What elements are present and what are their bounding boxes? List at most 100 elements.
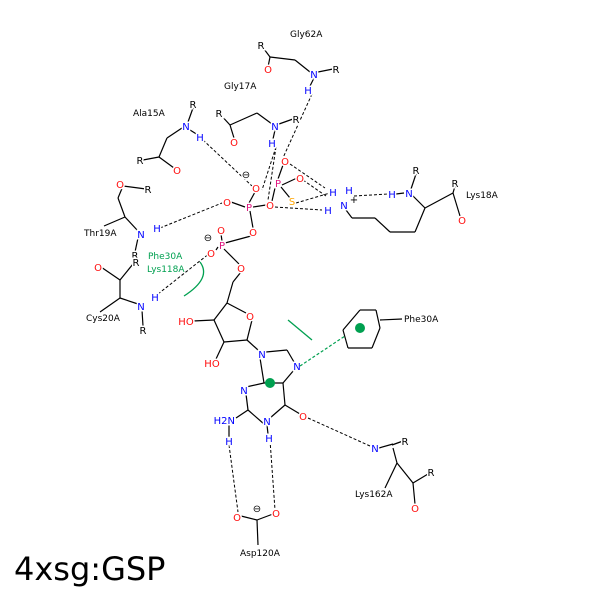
bond <box>249 210 254 229</box>
atom-label: R <box>190 100 197 111</box>
atom-label: R <box>293 115 300 126</box>
bond <box>256 519 259 546</box>
bond <box>192 319 215 322</box>
residue-ala15: Ala15A <box>133 109 166 119</box>
atom-label: H <box>268 139 276 150</box>
bond <box>277 164 284 180</box>
bond <box>117 197 126 218</box>
atom-label: O <box>233 513 241 524</box>
bond <box>213 302 228 321</box>
atom-label: O <box>246 312 254 323</box>
atom-label: O <box>411 504 419 515</box>
hydrogen-bond <box>274 206 323 211</box>
bond <box>223 339 248 343</box>
hydrogen-bond <box>202 139 253 187</box>
ring-centroid <box>265 378 275 388</box>
bond <box>272 129 276 140</box>
atom-label: R <box>132 251 139 262</box>
page-title: 4xsg:GSP <box>14 550 166 588</box>
bond <box>213 319 225 343</box>
hydrogen-bond <box>281 93 313 161</box>
atom-label: R <box>137 156 144 167</box>
atom-label: HO <box>204 359 220 370</box>
bond <box>256 513 274 521</box>
bond <box>345 209 353 219</box>
bond <box>260 44 271 58</box>
residue-lys162: Lys162A <box>355 490 393 500</box>
bond <box>266 424 269 435</box>
atom-label: ⊖ <box>242 170 250 181</box>
pi-stacking-line <box>299 335 346 367</box>
residue-phe30: Phe30A <box>404 315 439 325</box>
atom-label: H <box>225 437 233 448</box>
bond <box>224 235 252 244</box>
bond <box>378 443 394 449</box>
bond <box>122 185 147 190</box>
bond <box>226 281 234 304</box>
atom-label: H <box>153 224 161 235</box>
hydrogen-bond <box>295 192 331 204</box>
atom-label: R <box>133 258 140 269</box>
atom-label: H <box>388 190 396 201</box>
bond <box>230 201 246 208</box>
hydrogen-bond <box>157 252 211 295</box>
atom-label: R <box>216 109 223 120</box>
atom-label: N <box>263 417 270 428</box>
residue-thr19: Thr19A <box>83 229 117 239</box>
bond <box>412 482 416 505</box>
bond <box>269 56 296 61</box>
bond <box>240 515 258 521</box>
bond <box>414 207 426 233</box>
bond <box>371 327 381 349</box>
bond <box>412 473 429 484</box>
atom-label: N <box>137 230 144 241</box>
bond <box>235 409 249 419</box>
hydrogen-bond <box>261 146 277 191</box>
bonds <box>99 44 461 546</box>
bond <box>103 216 126 227</box>
atom-label: O <box>207 249 215 260</box>
hydrogen-bonds <box>157 93 389 513</box>
atom-label: H <box>324 206 332 217</box>
hydrogen-bond <box>289 163 326 189</box>
atom-label: H2N <box>214 416 235 427</box>
atom-label: O <box>281 157 289 168</box>
bond <box>280 186 291 199</box>
atom-label: O <box>264 65 272 76</box>
atom-label: O <box>299 412 307 423</box>
bond <box>141 309 144 327</box>
bond <box>187 107 194 123</box>
bond <box>379 318 403 321</box>
bond <box>245 393 249 411</box>
atom-label: R <box>333 65 340 76</box>
atom-label: O <box>266 201 274 212</box>
bond <box>309 77 315 87</box>
bond <box>342 309 361 331</box>
hydrogen-bond <box>228 444 239 513</box>
bond <box>247 409 265 425</box>
atom-label: H <box>151 293 159 304</box>
atom-label: S <box>289 197 295 208</box>
bond <box>229 124 235 139</box>
bond <box>166 127 183 139</box>
bond <box>392 447 398 464</box>
hydrogen-bond <box>307 417 371 447</box>
atom-label: R <box>140 326 147 337</box>
atom-label: R <box>413 166 420 177</box>
atom-label: N <box>293 362 300 373</box>
bond <box>395 192 405 195</box>
atom-label: ⊖ <box>204 233 212 244</box>
atom-label: R <box>428 468 435 479</box>
atom-label: O <box>116 180 124 191</box>
residue-labels: Gly62A Gly17A Ala15A Thr19A Cys20A Lys18… <box>83 30 499 559</box>
bond <box>256 112 273 125</box>
atom-label: ⊖ <box>253 504 261 515</box>
hydrophobic-label-lys118: Lys118A <box>147 265 185 275</box>
bond <box>374 217 391 233</box>
bond <box>269 404 286 419</box>
bond <box>375 309 381 329</box>
atom-label: O <box>223 198 231 209</box>
atom-label: N <box>271 122 278 133</box>
bond <box>245 382 265 388</box>
